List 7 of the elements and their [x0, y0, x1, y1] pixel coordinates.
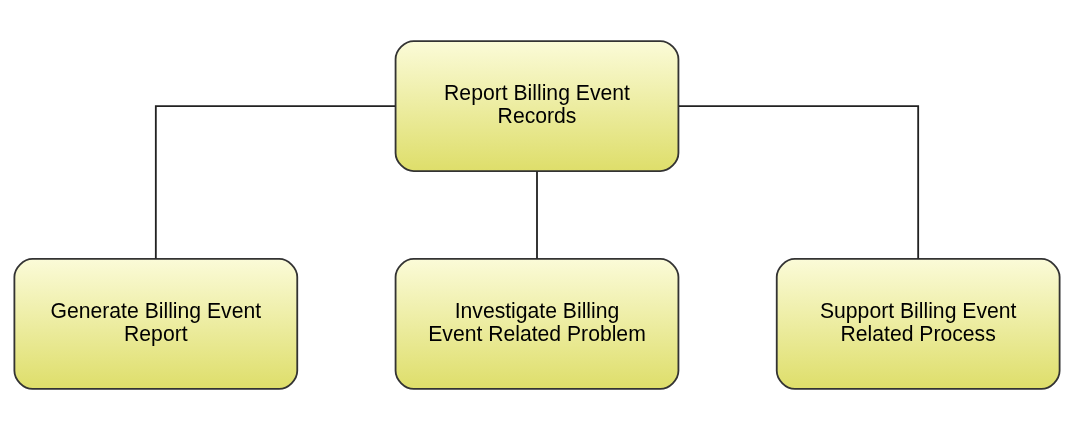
node-box: Report Billing Event Records [394, 40, 680, 173]
node-box: Investigate Billing Event Related Problem [394, 257, 680, 390]
connector [678, 105, 920, 260]
node-box: Support Billing Event Related Process [775, 257, 1061, 390]
node-box: Generate Billing Event Report [13, 257, 299, 390]
connector [154, 105, 396, 260]
connector [536, 170, 538, 260]
